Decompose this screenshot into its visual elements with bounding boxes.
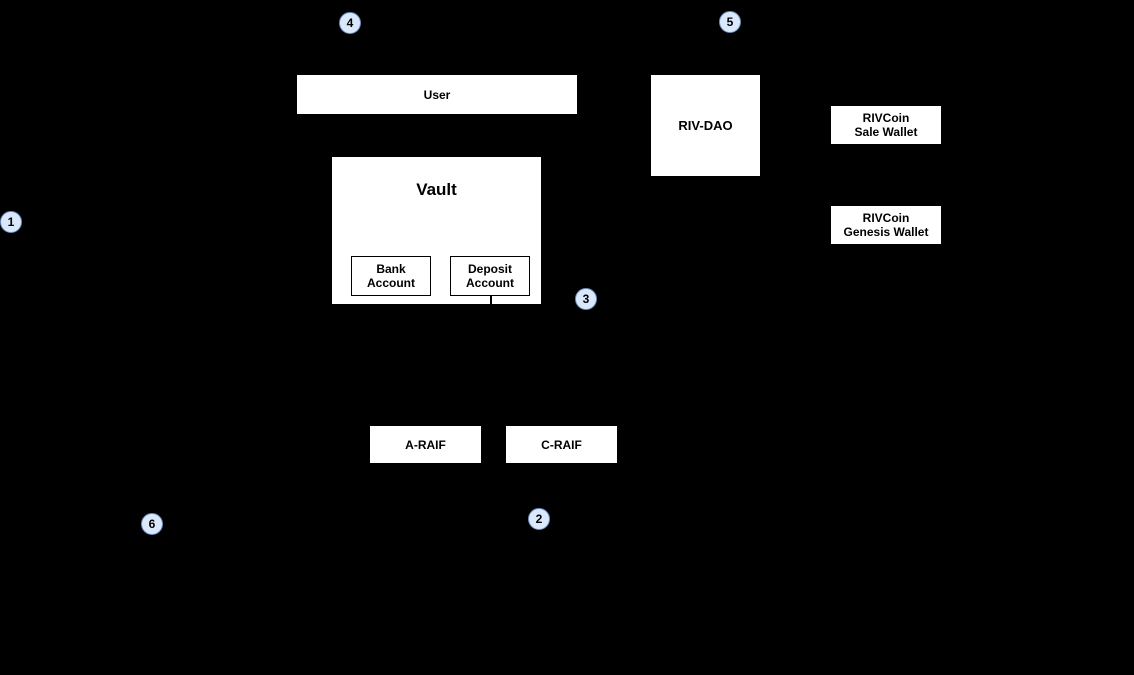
deposit-account-connector-line (490, 296, 492, 304)
node-vault: Vault Bank Account Deposit Account (332, 157, 541, 304)
step-badge-3: 3 (575, 288, 597, 310)
step-badge-5: 5 (719, 11, 741, 33)
step-badge-2: 2 (528, 508, 550, 530)
node-bank-account: Bank Account (351, 256, 431, 296)
step-badge-1: 1 (0, 211, 22, 233)
step-badge-4: 4 (339, 12, 361, 34)
node-user: User (297, 75, 577, 114)
step-badge-6: 6 (141, 513, 163, 535)
node-a-raif: A-RAIF (370, 426, 481, 463)
node-deposit-account: Deposit Account (450, 256, 530, 296)
node-c-raif: C-RAIF (506, 426, 617, 463)
node-rivcoin-sale-wallet: RIVCoin Sale Wallet (831, 106, 941, 144)
vault-title: Vault (416, 180, 457, 199)
node-rivcoin-genesis-wallet: RIVCoin Genesis Wallet (831, 206, 941, 244)
node-riv-dao: RIV-DAO (651, 75, 760, 176)
